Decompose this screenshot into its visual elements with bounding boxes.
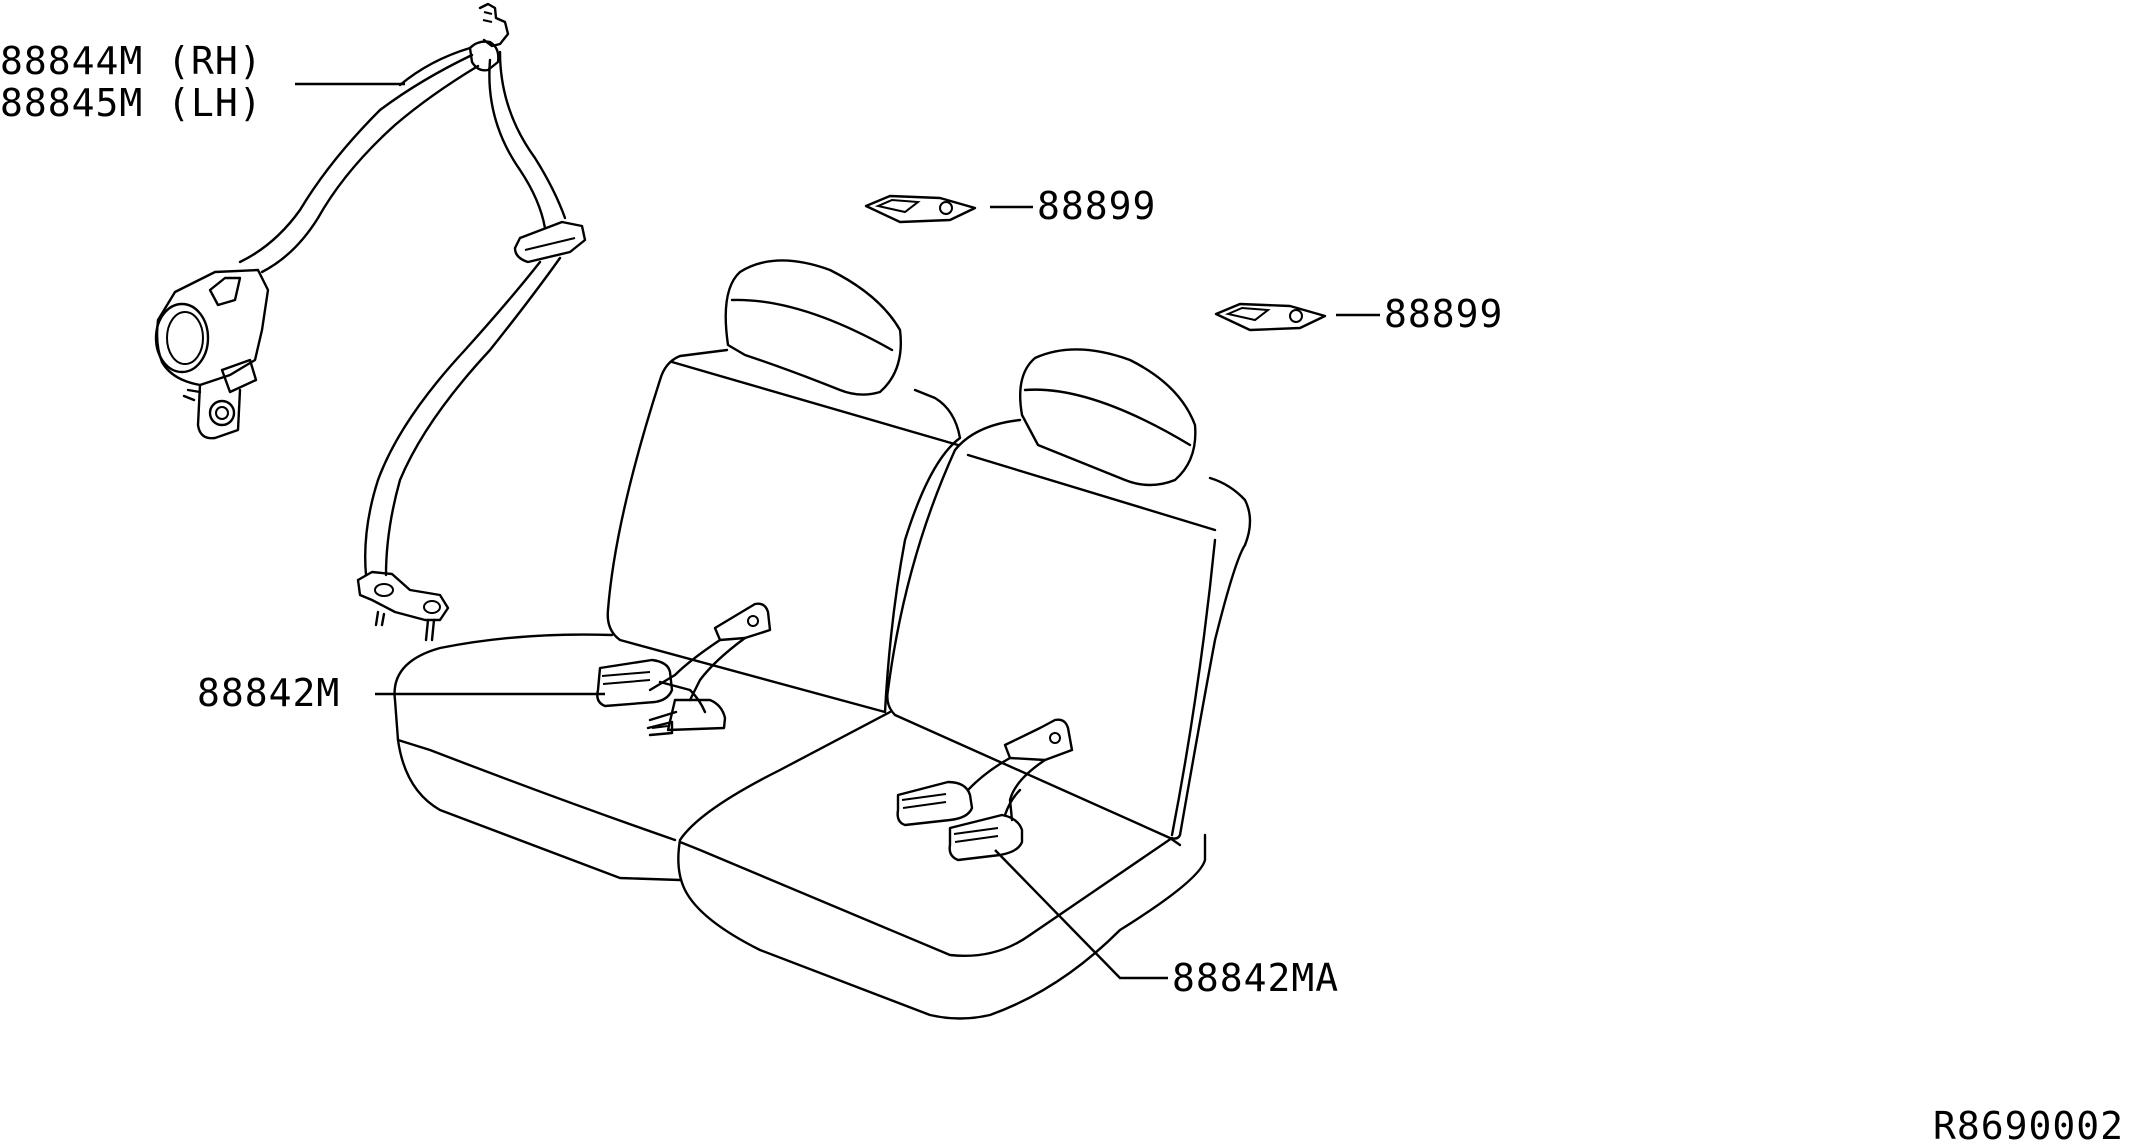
label-washer-upper: 88899	[1037, 184, 1157, 228]
leader-buckle-right	[994, 849, 1168, 980]
label-buckle-right: 88842MA	[1172, 956, 1340, 1000]
label-washer-lower: 88899	[1384, 292, 1504, 336]
washer-illustration-lower	[1214, 302, 1327, 332]
label-buckle-left: 88842M	[197, 671, 341, 715]
washer-illustration-upper	[864, 194, 977, 224]
drawing-id: R8690002	[1933, 1104, 2125, 1148]
seat-belt-retractor-illustration	[154, 2, 587, 642]
rear-seat-illustration	[393, 259, 1252, 1020]
label-belt-rh: 88844M (RH)	[0, 39, 263, 83]
label-belt-lh: 88845M (LH)	[0, 81, 263, 125]
